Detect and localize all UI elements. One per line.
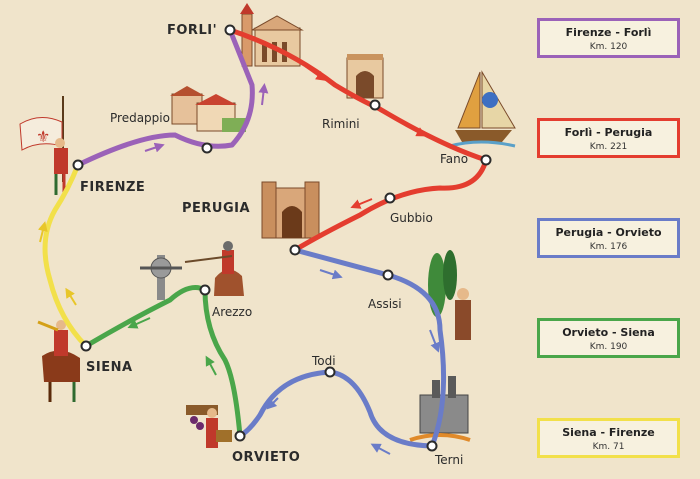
direction-arrow	[370, 443, 391, 455]
city-marker-forli	[224, 24, 236, 36]
city-marker-todi	[324, 366, 336, 378]
arezzo-jousting-knight-icon	[140, 241, 244, 300]
direction-arrow	[258, 83, 269, 106]
city-marker-siena	[80, 340, 92, 352]
fano-sailboat-icon	[449, 70, 516, 148]
city-marker-predappio	[201, 142, 213, 154]
city-label-firenze: FIRENZE	[80, 180, 145, 195]
direction-arrow	[404, 124, 427, 137]
predappio-houses-icon	[170, 86, 246, 132]
city-label-gubbio: Gubbio	[390, 211, 433, 225]
siena-trumpeter-horse-icon	[37, 320, 80, 402]
city-label-terni: Terni	[434, 453, 463, 467]
city-label-todi: Todi	[311, 354, 336, 368]
city-marker-fano	[480, 154, 492, 166]
city-marker-orvieto	[234, 430, 246, 442]
direction-arrow	[205, 355, 217, 376]
legend-km-label: Km. 120	[589, 42, 628, 52]
city-label-fano: Fano	[440, 152, 468, 166]
legend-route-label: Orvieto - Siena	[562, 326, 655, 339]
route-firenze-forli	[75, 27, 255, 168]
direction-arrow	[429, 329, 440, 353]
city-label-orvieto: ORVIETO	[232, 450, 300, 465]
direction-arrow	[350, 198, 373, 209]
route-siena-firenze	[42, 162, 89, 349]
legend-km-label: Km. 176	[589, 242, 628, 252]
perugia-gate-icon	[261, 181, 320, 239]
legend-km-label: Km. 221	[589, 142, 628, 152]
direction-arrow	[65, 287, 77, 306]
city-label-perugia: PERUGIA	[182, 201, 250, 216]
direction-arrow	[266, 397, 279, 410]
city-marker-assisi	[382, 269, 394, 281]
direction-arrow	[127, 317, 151, 329]
city-marker-arezzo	[199, 284, 211, 296]
city-marker-gubbio	[384, 192, 396, 204]
city-marker-perugia	[289, 244, 301, 256]
city-label-predappio: Predappio	[110, 111, 170, 125]
direction-arrow	[304, 65, 327, 81]
assisi-saint-cypress-icon	[428, 250, 471, 340]
direction-arrow	[319, 269, 343, 280]
city-marker-terni	[426, 440, 438, 452]
direction-arrow	[144, 142, 165, 153]
legend-km-label: Km. 71	[592, 442, 625, 452]
city-label-arezzo: Arezzo	[212, 305, 252, 319]
florentine-flag-bearer-icon: ⚜	[19, 96, 68, 195]
route-map: ⚜	[19, 3, 516, 467]
route-perugia-orvieto	[237, 247, 447, 449]
legend-km-label: Km. 190	[589, 342, 628, 352]
city-marker-firenze	[72, 159, 84, 171]
svg-text:⚜: ⚜	[36, 127, 50, 146]
direction-arrow	[37, 221, 48, 243]
legend-route-label: Firenze - Forlì	[565, 26, 652, 39]
legend-route-label: Perugia - Orvieto	[555, 226, 662, 239]
city-label-rimini: Rimini	[322, 117, 360, 131]
city-marker-rimini	[369, 99, 381, 111]
city-label-forli: FORLI'	[167, 23, 217, 38]
legend-route-label: Forlì - Perugia	[564, 126, 653, 139]
city-label-siena: SIENA	[86, 360, 133, 375]
rimini-arch-icon	[346, 54, 384, 99]
orvieto-grape-harvester-icon	[186, 405, 232, 448]
legend-route-label: Siena - Firenze	[562, 426, 655, 439]
city-label-assisi: Assisi	[368, 297, 402, 311]
